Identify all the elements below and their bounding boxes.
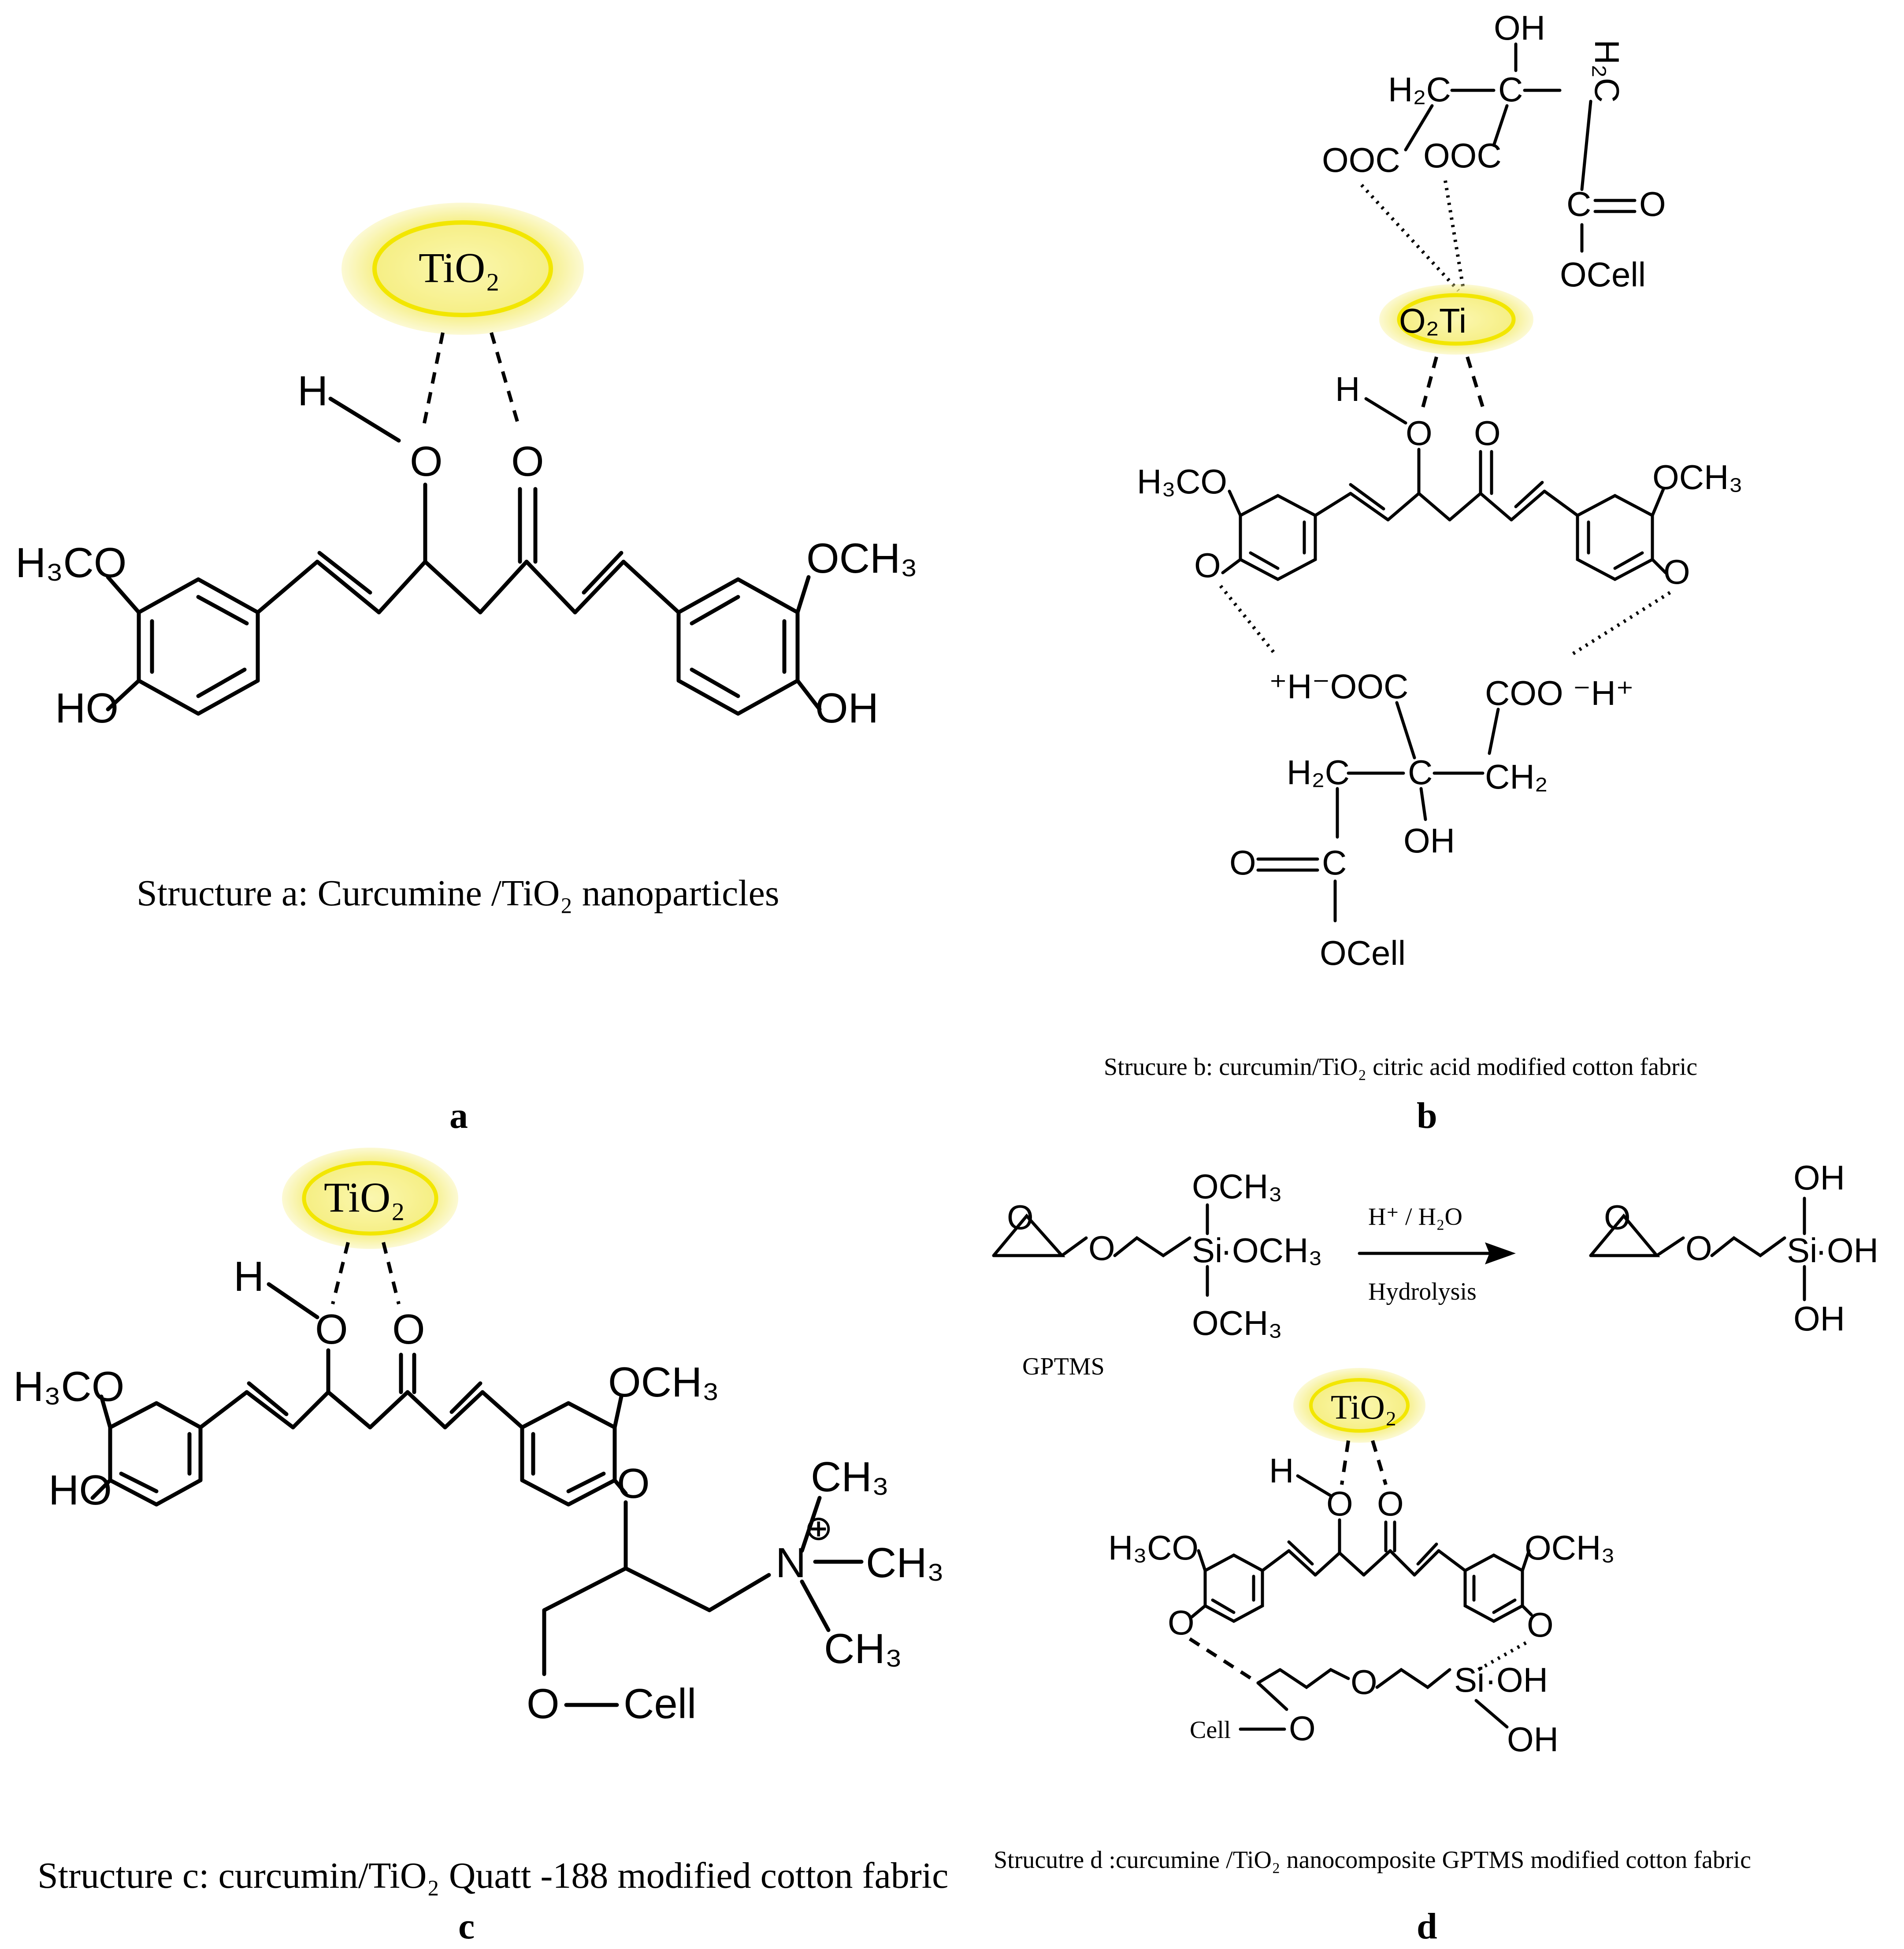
left-methoxy: H₃CO: [15, 539, 126, 586]
label-panels-c-o-carbonyl: O: [392, 1306, 425, 1353]
carbonyl-o: O: [511, 438, 544, 485]
hydroxyl-h: H: [297, 367, 328, 415]
panel-b: OH H₂C C H₂C OOC OOC C O OCell O₂Ti H O …: [1104, 8, 1743, 1136]
o2ti-particle-ring: [1397, 293, 1516, 346]
label-panels-d-right-o: O: [1527, 1605, 1554, 1644]
tio2-label: TiO₂: [419, 244, 500, 291]
tio2-particle-ring: [372, 220, 553, 317]
label-panels-b-o-carbonyl: O: [1474, 414, 1501, 452]
label-panels-b-bottom-c: C: [1408, 753, 1433, 792]
label-panels-d-o-hydroxyl: O: [1326, 1484, 1353, 1523]
label-panels-b-h: H: [1335, 370, 1360, 408]
panel-label-c: c: [458, 1906, 475, 1947]
panel-label-a: a: [449, 1095, 468, 1136]
label-panels-d-bridge-o: O: [1351, 1663, 1377, 1701]
label-panels-d-reagent: H⁺ / H₂O: [1368, 1203, 1462, 1230]
label-panels-b-top-ooc-1: OOC: [1322, 141, 1400, 179]
label-panels-d-oh-mid: ·OH: [1815, 1231, 1878, 1270]
label-panels-b-top-ooc-2: OOC: [1423, 136, 1502, 175]
hydroxyl-o: O: [410, 438, 443, 485]
label-panels-d-cell: Cell: [1190, 1716, 1231, 1744]
label-panels-d-epoxide-o-1: O: [1007, 1198, 1034, 1237]
label-panels-d-si-2: Si: [1787, 1231, 1817, 1270]
tio2-particle-ring: [1309, 1378, 1410, 1433]
panel-label-d: d: [1417, 1906, 1437, 1947]
label-panels-d-hydrolysis: Hydrolysis: [1368, 1278, 1477, 1305]
label-panels-d-left-methoxy: H₃CO: [1108, 1528, 1199, 1567]
label-panels-b-bottom-left-h: ⁺H⁻OOC: [1269, 667, 1408, 706]
label-panels-c-o-cell: Cell: [624, 1680, 696, 1727]
tio2-particle-ring: [302, 1161, 438, 1236]
panel-label-b: b: [1417, 1095, 1437, 1136]
label-panels-b-top-carbonyl-c: C: [1566, 185, 1591, 223]
label-panels-c-left-methoxy: H₃CO: [13, 1363, 124, 1410]
label-panels-b-bottom-right-coo: COO ⁻H⁺: [1485, 674, 1634, 712]
label-panels-b-bottom-carbonyl-c: C: [1322, 843, 1347, 882]
label-panels-c-right-methoxy: OCH₃: [608, 1359, 719, 1406]
label-panels-b-bottom-h2c: H₂C: [1287, 753, 1350, 792]
label-panels-d-si-1: Si: [1192, 1231, 1222, 1270]
label-panels-d-oh-bot: OH: [1793, 1299, 1845, 1338]
label-panels-b-o-hydroxyl: O: [1406, 414, 1433, 452]
label-panels-c-o-hydroxyl: O: [315, 1306, 348, 1353]
right-hydroxy: OH: [815, 685, 879, 732]
label-panels-b-top-oh: OH: [1494, 8, 1545, 47]
label-panels-b-bottom-oh: OH: [1403, 821, 1455, 860]
label-panels-c-o-cell-o: O: [527, 1680, 560, 1727]
label-panels-d-cell-o: O: [1289, 1709, 1316, 1748]
caption-d: Strucutre d :curcumine /TiO₂ nanocomposi…: [994, 1846, 1751, 1874]
label-panels-d-och3-top: OCH₃: [1192, 1167, 1282, 1206]
label-panels-d-si-3: Si: [1454, 1660, 1485, 1699]
tio2-label: TiO₂: [1331, 1388, 1397, 1426]
label-panels-c-ether-o: O: [617, 1460, 650, 1507]
tio2-label: TiO₂: [324, 1174, 405, 1221]
panel-d: O O Si OCH₃ ·OCH₃ OCH₃ GPTMS H⁺ / H₂O Hy…: [992, 1158, 1878, 1947]
label-panels-d-right-methoxy: OCH₃: [1525, 1528, 1615, 1567]
label-panels-d-och3-mid: ·OCH₃: [1221, 1231, 1322, 1270]
right-methoxy: OCH₃: [806, 535, 917, 582]
left-hydroxy: HO: [55, 685, 119, 732]
label-panels-c-ch3-bot: CH₃: [824, 1625, 902, 1672]
o2ti-label: O₂Ti: [1399, 301, 1466, 340]
label-panels-b-top-h2c-left: H₂C: [1388, 70, 1451, 109]
label-panels-d-gptms: GPTMS: [1022, 1353, 1105, 1380]
caption-c: Structure c: curcumin/TiO₂ Quatt -188 mo…: [37, 1855, 948, 1896]
label-panels-c-n: N: [776, 1539, 806, 1586]
label-panels-b-top-carbonyl-o: O: [1639, 185, 1666, 223]
label-panels-c-left-hydroxy: HO: [48, 1467, 112, 1514]
label-panels-b-right-o: O: [1663, 552, 1690, 591]
label-panels-d-h: H: [1269, 1451, 1294, 1490]
label-panels-d-si-oh-2: OH: [1507, 1720, 1559, 1759]
label-panels-d-och3-bot: OCH₃: [1192, 1304, 1282, 1342]
label-panels-b-bottom-ch2: CH₂: [1485, 757, 1548, 796]
label-panels-b-right-methoxy: OCH₃: [1652, 458, 1743, 497]
label-panels-b-top-c: C: [1498, 70, 1523, 109]
label-panels-c-ch3-mid: CH₃: [866, 1539, 944, 1586]
caption-a: Structure a: Curcumine /TiO₂ nanoparticl…: [137, 873, 779, 914]
label-panels-c-ch3-top: CH₃: [811, 1453, 889, 1501]
label-panels-d-o-carbonyl: O: [1377, 1484, 1404, 1523]
label-panels-d-epoxide-o-2: O: [1604, 1198, 1631, 1237]
label-panels-b-bottom-carbonyl-o: O: [1229, 843, 1256, 882]
label-panels-c-h: H: [234, 1253, 264, 1300]
label-panels-d-chain-o-1: O: [1088, 1229, 1115, 1267]
label-panels-b-top-ocell: OCell: [1560, 255, 1646, 294]
label-panels-d-chain-o-2: O: [1685, 1229, 1712, 1267]
label-panels-b-left-o: O: [1194, 546, 1221, 585]
panel-a: TiO₂ H O O H₃CO HO: [15, 203, 917, 1136]
label-panels-d-left-o: O: [1168, 1603, 1195, 1642]
label-panels-d-si-oh-1: ·OH: [1485, 1660, 1548, 1699]
label-panels-b-top-h2c-right: H₂C: [1588, 40, 1626, 103]
panel-c: TiO₂ H O O H₃CO HO OCH₃ O: [13, 1148, 948, 1947]
label-panels-b-bottom-ocell: OCell: [1320, 934, 1406, 972]
caption-b: Strucure b: curcumin/TiO₂ citric acid mo…: [1104, 1053, 1697, 1081]
label-panels-b-left-methoxy: H₃CO: [1137, 462, 1227, 501]
label-panels-d-oh-top: OH: [1793, 1158, 1845, 1197]
